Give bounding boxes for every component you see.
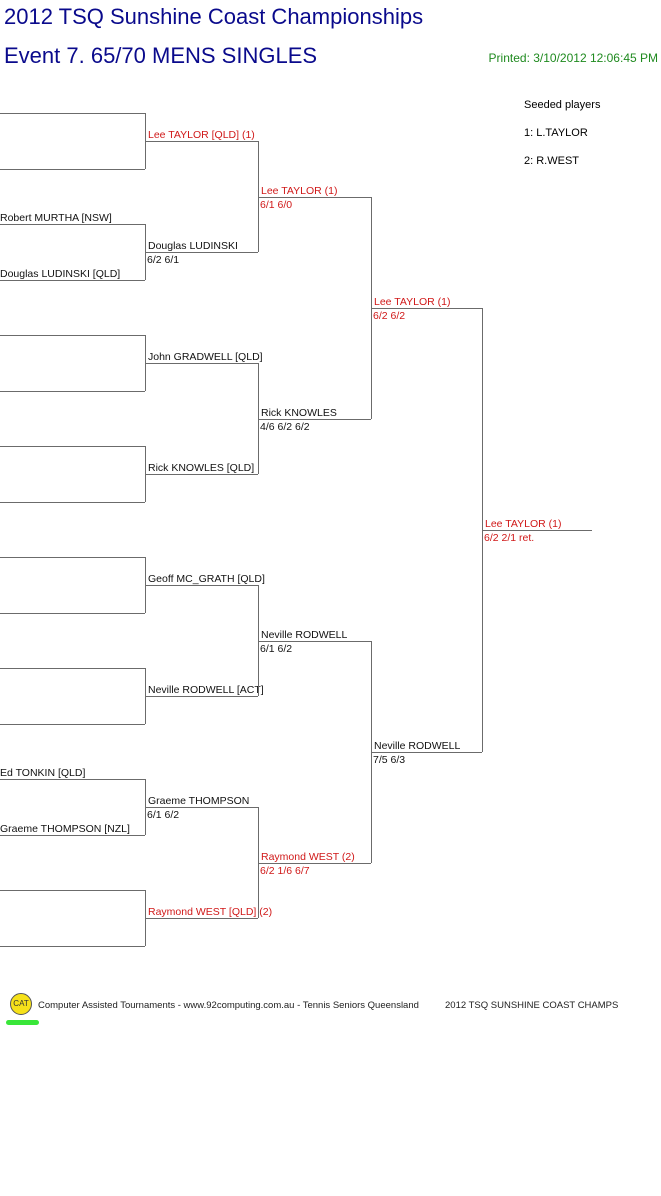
entrant-line xyxy=(0,335,145,336)
sf-player: Lee TAYLOR (1) xyxy=(374,296,451,308)
entrant-name: Douglas LUDINSKI [QLD] xyxy=(0,268,121,280)
round1-line xyxy=(145,696,258,697)
cat-logo-icon: CAT xyxy=(10,993,32,1015)
page-title: 2012 TSQ Sunshine Coast Championships xyxy=(4,4,424,29)
printed-timestamp: Printed: 3/10/2012 12:06:45 PM xyxy=(488,51,658,65)
entrant-line xyxy=(0,557,145,558)
entrant-line xyxy=(0,613,145,614)
round1-player: Raymond WEST [QLD] (2) xyxy=(148,906,273,918)
entrant-name: Graeme THOMPSON [NZL] xyxy=(0,823,130,835)
final-line xyxy=(482,530,592,531)
qf-score: 6/1 6/0 xyxy=(260,199,293,211)
bracket-connector xyxy=(258,807,259,918)
round1-player: Lee TAYLOR [QLD] (1) xyxy=(148,129,255,141)
final-player: Lee TAYLOR (1) xyxy=(485,518,562,530)
round1-player: Geoff MC_GRATH [QLD] xyxy=(148,573,265,585)
entrant-line xyxy=(0,224,145,225)
qf-player: Raymond WEST (2) xyxy=(261,851,355,863)
entrant-line xyxy=(0,946,145,947)
qf-score: 4/6 6/2 6/2 xyxy=(260,421,310,433)
sf-score: 7/5 6/3 xyxy=(373,754,406,766)
qf-score: 6/1 6/2 xyxy=(260,643,293,655)
entrant-line xyxy=(0,280,145,281)
entrant-line xyxy=(0,890,145,891)
sf-line xyxy=(371,308,482,309)
qf-player: Lee TAYLOR (1) xyxy=(261,185,338,197)
round1-line xyxy=(145,585,258,586)
sf-player: Neville RODWELL xyxy=(374,740,461,752)
round1-player: Rick KNOWLES [QLD] xyxy=(148,462,255,474)
seeded-player-2: 2: R.WEST xyxy=(524,155,580,167)
qf-line xyxy=(258,419,371,420)
sf-score: 6/2 6/2 xyxy=(373,310,406,322)
entrant-line xyxy=(0,446,145,447)
qf-line xyxy=(258,197,371,198)
entrant-line xyxy=(0,391,145,392)
entrant-line xyxy=(0,169,145,170)
footer-tournament: 2012 TSQ SUNSHINE COAST CHAMPS xyxy=(445,1000,619,1011)
round1-line xyxy=(145,807,258,808)
round1-line xyxy=(145,918,258,919)
entrant-line xyxy=(0,724,145,725)
round1-score: 6/2 6/1 xyxy=(147,254,180,266)
cat-logo-underline xyxy=(6,1020,39,1025)
bracket-connector xyxy=(258,141,259,252)
qf-player: Neville RODWELL xyxy=(261,629,348,641)
entrant-line xyxy=(0,113,145,114)
qf-line xyxy=(258,863,371,864)
footer-credit: Computer Assisted Tournaments - www.92co… xyxy=(38,1000,419,1011)
round1-line xyxy=(145,363,258,364)
round1-player: John GRADWELL [QLD] xyxy=(148,351,263,363)
entrant-line xyxy=(0,779,145,780)
round1-line xyxy=(145,252,258,253)
entrant-line xyxy=(0,502,145,503)
entrant-name: Robert MURTHA [NSW] xyxy=(0,212,112,224)
entrant-line xyxy=(0,835,145,836)
round1-score: 6/1 6/2 xyxy=(147,809,180,821)
event-title: Event 7. 65/70 MENS SINGLES xyxy=(4,43,318,68)
sf-line xyxy=(371,752,482,753)
qf-player: Rick KNOWLES xyxy=(261,407,337,419)
round1-player: Graeme THOMPSON xyxy=(148,795,250,807)
entrant-name: Ed TONKIN [QLD] xyxy=(0,767,86,779)
round1-line xyxy=(145,474,258,475)
bracket-connector xyxy=(258,363,259,474)
final-score: 6/2 2/1 ret. xyxy=(484,532,535,544)
seeded-players-heading: Seeded players xyxy=(524,99,601,111)
bracket-connector xyxy=(258,585,259,696)
entrant-line xyxy=(0,668,145,669)
qf-score: 6/2 1/6 6/7 xyxy=(260,865,310,877)
qf-line xyxy=(258,641,371,642)
round1-line xyxy=(145,141,258,142)
round1-player: Neville RODWELL [ACT] xyxy=(148,684,264,696)
seeded-player-1: 1: L.TAYLOR xyxy=(524,127,588,139)
round1-player: Douglas LUDINSKI xyxy=(148,240,238,252)
